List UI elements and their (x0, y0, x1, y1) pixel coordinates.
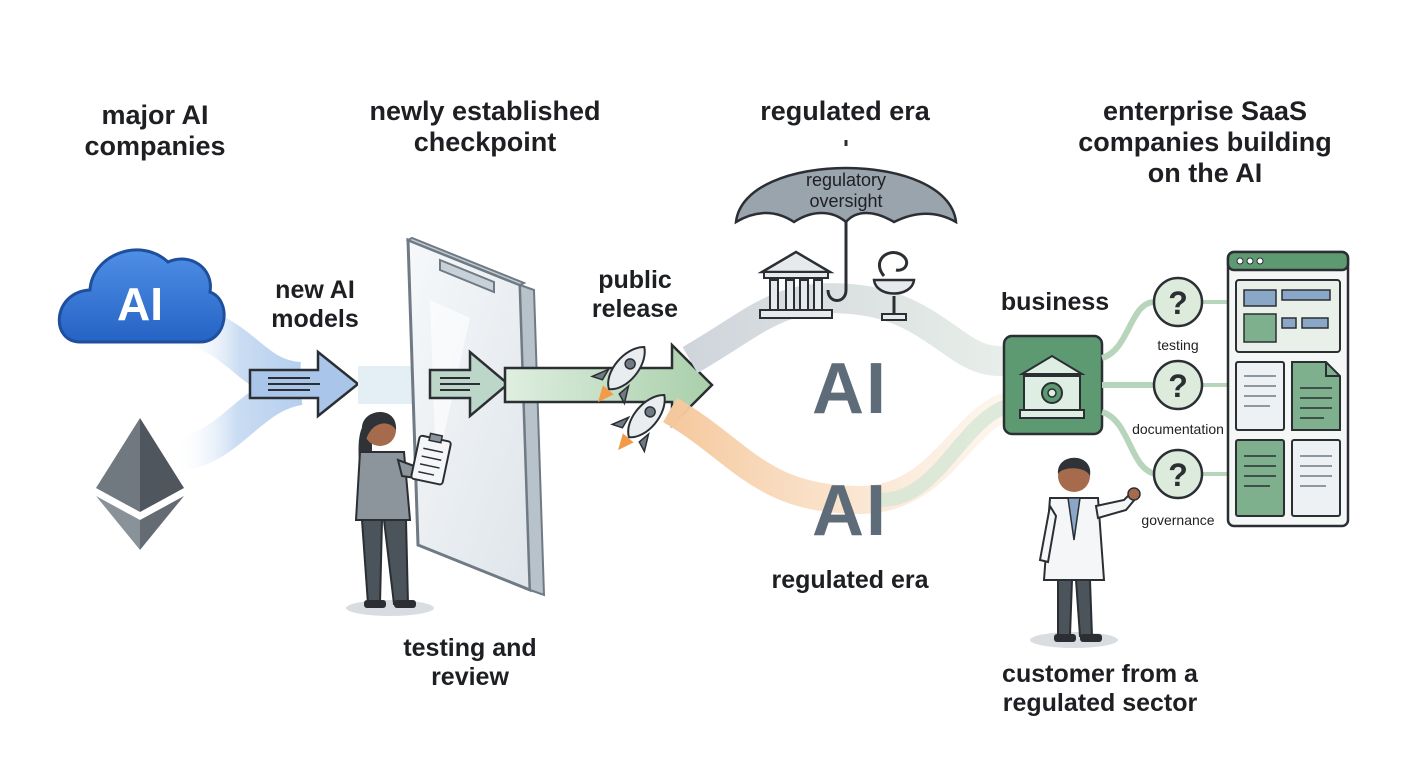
svg-text:?: ? (1168, 285, 1188, 321)
label-need-documentation: documentation (1132, 421, 1224, 437)
upper-regulated-stream (682, 283, 1013, 377)
ai-cloud-icon (57, 248, 226, 344)
umbrella-text: regulatory oversight (805, 170, 887, 211)
question-icon-testing: ? (1152, 276, 1230, 328)
rocket-icon-lower (610, 394, 666, 454)
question-icon-governance: ? (1152, 448, 1230, 500)
label-regulated-era-top: regulated era (760, 96, 930, 126)
checkpoint-glass-panel (405, 236, 546, 597)
cloud-ai-text: AI (117, 278, 163, 330)
label-testing-and-review: testing and review (403, 634, 537, 691)
connector-governance (1100, 409, 1157, 477)
ethereum-icon (96, 418, 184, 550)
ai-text-lower: AI (812, 471, 888, 551)
label-need-testing: testing (1157, 337, 1199, 353)
connector-testing (1100, 299, 1157, 361)
label-public-release: public release (591, 266, 679, 323)
label-regulated-era-bottom: regulated era (771, 566, 929, 594)
question-icon-documentation: ? (1152, 359, 1230, 411)
label-need-governance: governance (1141, 512, 1215, 528)
label-major-ai-companies: major AI companies (84, 100, 226, 162)
new-models-arrow (248, 349, 361, 419)
regulatory-umbrella-icon (734, 140, 958, 302)
saas-app-window-icon (1226, 250, 1350, 528)
ai-text-upper: AI (812, 349, 888, 429)
rocket-icon-upper (590, 346, 646, 406)
label-enterprise-saas: enterprise SaaS companies building on th… (1078, 96, 1332, 189)
customer-doctor-icon (1030, 457, 1141, 648)
business-block-icon (1002, 334, 1104, 436)
label-new-ai-models: new AI models (271, 276, 359, 333)
svg-text:?: ? (1168, 457, 1188, 493)
label-newly-established-checkpoint: newly established checkpoint (369, 96, 601, 158)
checkpoint-arrow (428, 349, 510, 419)
courthouse-icon (757, 250, 835, 319)
svg-text:?: ? (1168, 368, 1188, 404)
label-business: business (1000, 288, 1110, 316)
reviewer-person-icon (346, 411, 452, 616)
label-customer-regulated-sector: customer from a regulated sector (1002, 660, 1198, 717)
medical-bowl-icon (872, 251, 916, 321)
